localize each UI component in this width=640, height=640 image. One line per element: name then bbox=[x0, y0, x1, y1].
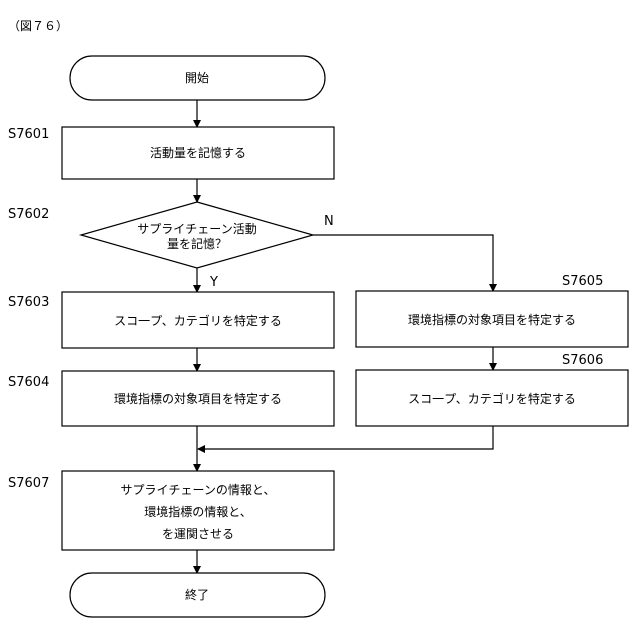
step-label-s7605: S7605 bbox=[562, 274, 603, 289]
process-s7607-line1: サプライチェーンの情報と、 bbox=[121, 483, 276, 497]
process-s7601-label: 活動量を記憶する bbox=[150, 145, 246, 160]
step-label-s7601: S7601 bbox=[8, 127, 49, 142]
arrow-s7602-no-to-s7605 bbox=[313, 235, 493, 291]
arrow-s7606-merge bbox=[198, 426, 493, 449]
process-s7603-label: スコ一プ、カテゴリを特定する bbox=[114, 313, 282, 328]
step-label-s7603: S7603 bbox=[8, 295, 49, 310]
step-label-s7606: S7606 bbox=[562, 353, 603, 368]
branch-no-label: N bbox=[324, 214, 334, 229]
process-s7605-label: 環境指標の対象項目を特定する bbox=[408, 312, 576, 327]
end-label: 終了 bbox=[185, 587, 209, 602]
process-s7607-line3: を運関させる bbox=[162, 527, 234, 541]
process-s7607-line2: 環境指標の情報と、 bbox=[144, 504, 252, 519]
decision-s7602-line1: サプライチェーン活動 bbox=[137, 222, 256, 236]
process-s7604-label: 環境指標の対象項目を特定する bbox=[114, 391, 282, 406]
step-label-s7602: S7602 bbox=[8, 207, 49, 222]
start-label: 開始 bbox=[185, 71, 209, 85]
process-s7606-label: スコ一プ、カテゴリを特定する bbox=[408, 391, 576, 406]
branch-yes-label: Y bbox=[209, 275, 218, 290]
step-label-s7604: S7604 bbox=[8, 375, 49, 390]
step-label-s7607: S7607 bbox=[8, 476, 49, 491]
figure-label: （図７６） bbox=[8, 19, 68, 33]
decision-s7602-line2: 量を記憶？ bbox=[167, 236, 227, 251]
